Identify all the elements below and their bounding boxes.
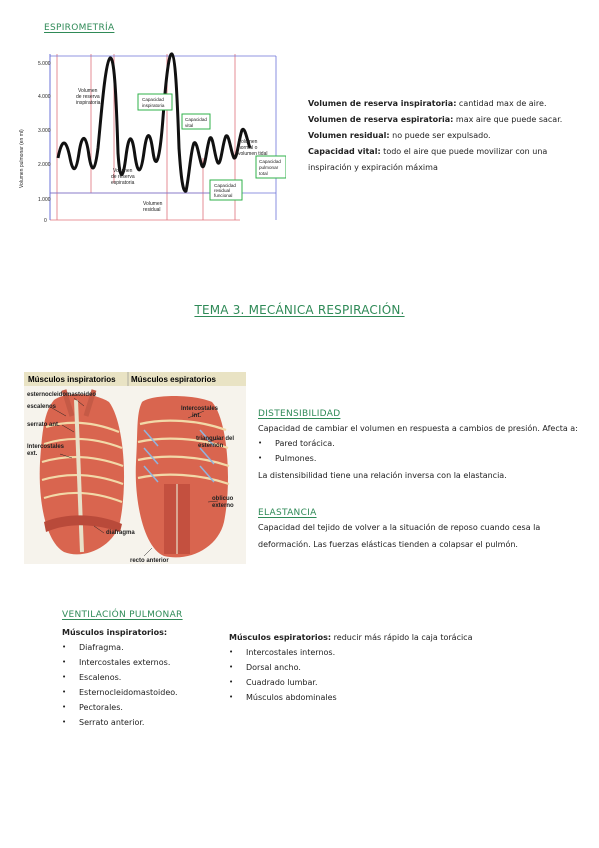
label-vr: Volumen residual xyxy=(143,201,163,213)
list-item: Dorsal ancho. xyxy=(229,660,569,675)
lbl-int-ext: Intercostales xyxy=(27,444,65,450)
list-item: Intercostales externos. xyxy=(62,655,222,670)
box-crf: Capacidad residual funcional xyxy=(209,179,243,201)
lbl-escalenos: escalenos xyxy=(27,404,57,410)
svg-text:funcional: funcional xyxy=(214,193,232,198)
list-item: Pared torácica. xyxy=(258,436,588,451)
label-vt: Volumen normal o volumen tidal xyxy=(238,139,267,157)
svg-text:normal o: normal o xyxy=(238,145,258,151)
svg-text:inspiratoria: inspiratoria xyxy=(76,100,101,106)
distensibilidad-outro: La distensibilidad tiene una relación in… xyxy=(258,471,507,480)
insp-list: Diafragma. Intercostales externos. Escal… xyxy=(62,640,222,730)
spirometry-chart: 5.000 4.000 3.000 2.000 1.000 0 Volumen … xyxy=(19,52,286,224)
svg-text:vital: vital xyxy=(185,123,193,128)
def-vr: Volumen residual: no puede ser expulsado… xyxy=(308,131,491,140)
svg-text:Volumen: Volumen xyxy=(78,88,98,94)
spirometry-definitions: Volumen de reserva inspiratoria: cantida… xyxy=(308,96,593,176)
elastancia-text: Capacidad del tejido de volver a la situ… xyxy=(258,523,541,549)
spirometry-trace xyxy=(56,52,252,193)
svg-text:volumen tidal: volumen tidal xyxy=(238,151,267,157)
svg-text:residual: residual xyxy=(214,188,230,193)
lbl-recto: recto anterior xyxy=(130,558,169,564)
right-torso xyxy=(135,396,230,558)
svg-text:Capacidad: Capacidad xyxy=(214,183,236,188)
elastancia-title: ELASTANCIA xyxy=(258,508,317,518)
ytick-0: 0 xyxy=(44,218,47,224)
fig-head-right: Músculos espiratorios xyxy=(131,375,216,384)
svg-text:Capacidad: Capacidad xyxy=(185,117,207,122)
svg-text:de reserva: de reserva xyxy=(111,174,135,180)
list-item: Esternocleidomastoideo. xyxy=(62,685,222,700)
lbl-int-int: Intercostales xyxy=(181,406,219,412)
label-vre: Volumen de reserva espiratoria xyxy=(111,168,135,186)
ventilacion-title: VENTILACIÓN PULMONAR xyxy=(62,610,183,620)
ytick-5000: 5.000 xyxy=(38,61,51,67)
expiratory-list-section: Músculos espiratorios: reducir más rápid… xyxy=(229,630,569,705)
ytick-3000: 3.000 xyxy=(38,128,51,134)
y-axis-ticks: 5.000 4.000 3.000 2.000 1.000 0 xyxy=(38,61,51,224)
lbl-triangular2: esternón xyxy=(198,443,224,449)
list-item: Músculos abdominales xyxy=(229,690,569,705)
ytick-2000: 2.000 xyxy=(38,162,51,168)
svg-text:inspiratoria: inspiratoria xyxy=(142,103,165,108)
def-vre: Volumen de reserva espiratoria: max aire… xyxy=(308,115,563,124)
svg-text:Capacidad: Capacidad xyxy=(259,159,281,164)
list-item: Escalenos. xyxy=(62,670,222,685)
ytick-4000: 4.000 xyxy=(38,94,51,100)
espirometria-title: ESPIROMETRÍA xyxy=(44,23,115,33)
svg-text:Volumen: Volumen xyxy=(238,139,258,145)
lbl-int-ext2: ext. xyxy=(27,451,38,457)
muscles-figure: Músculos inspiratorios Músculos espirato… xyxy=(24,372,246,564)
list-item: Intercostales internos. xyxy=(229,645,569,660)
svg-text:espiratoria: espiratoria xyxy=(111,180,135,186)
distensibilidad-title: DISTENSIBILIDAD xyxy=(258,409,341,419)
distensibilidad-list: Pared torácica. Pulmones. xyxy=(258,436,588,466)
esp-list: Intercostales internos. Dorsal ancho. Cu… xyxy=(229,645,569,705)
svg-text:Volumen: Volumen xyxy=(113,168,133,174)
distensibilidad-intro: Capacidad de cambiar el volumen en respu… xyxy=(258,424,578,433)
box-cv: Capacidad vital xyxy=(181,113,211,130)
lbl-oblicuo2: externo xyxy=(212,503,234,509)
lbl-triangular: triangular del xyxy=(196,436,234,442)
box-ci: Capacidad inspiratoria xyxy=(137,93,173,111)
section-heading: TEMA 3. MECÁNICA RESPIRACIÓN. xyxy=(194,303,405,317)
list-item: Serrato anterior. xyxy=(62,715,222,730)
def-cv: Capacidad vital: todo el aire que puede … xyxy=(308,147,548,172)
esp-heading-text: reducir más rápido la caja torácica xyxy=(331,633,473,642)
list-item: Diafragma. xyxy=(62,640,222,655)
box-cpt: Capacidad pulmonar total xyxy=(255,155,286,179)
def-vri: Volumen de reserva inspiratoria: cantida… xyxy=(308,99,547,108)
list-item: Pectorales. xyxy=(62,700,222,715)
svg-text:Capacidad: Capacidad xyxy=(142,97,164,102)
lbl-serrato: serrato ant. xyxy=(27,422,60,428)
inspiratory-list-section: Músculos inspiratorios: Diafragma. Inter… xyxy=(62,625,222,730)
left-torso xyxy=(39,389,125,555)
esp-heading: Músculos espiratorios: reducir más rápid… xyxy=(229,630,569,645)
label-vri: Volumen de reserva inspiratoria xyxy=(76,88,101,106)
svg-text:Volumen: Volumen xyxy=(143,201,163,207)
esp-heading-term: Músculos espiratorios: xyxy=(229,633,332,642)
svg-text:total: total xyxy=(259,171,268,176)
svg-text:pulmonar: pulmonar xyxy=(259,165,279,170)
ytick-1000: 1.000 xyxy=(38,197,51,203)
insp-heading: Músculos inspiratorios: xyxy=(62,628,168,637)
fig-head-left: Músculos inspiratorios xyxy=(28,375,116,384)
lbl-oblicuo: oblicuo xyxy=(212,496,234,502)
svg-text:residual: residual xyxy=(143,207,161,213)
y-axis-label: Volumen pulmonar (en ml) xyxy=(19,129,25,188)
lbl-ecm: esternocleidomastoideo xyxy=(27,392,96,398)
distensibilidad-section: DISTENSIBILIDAD Capacidad de cambiar el … xyxy=(258,409,588,483)
list-item: Pulmones. xyxy=(258,451,588,466)
lbl-diafragma: diafragma xyxy=(106,530,135,536)
elastancia-section: ELASTANCIA Capacidad del tejido de volve… xyxy=(258,508,588,553)
svg-text:de reserva: de reserva xyxy=(76,94,100,100)
list-item: Cuadrado lumbar. xyxy=(229,675,569,690)
lbl-int-int2: int. xyxy=(192,413,201,419)
